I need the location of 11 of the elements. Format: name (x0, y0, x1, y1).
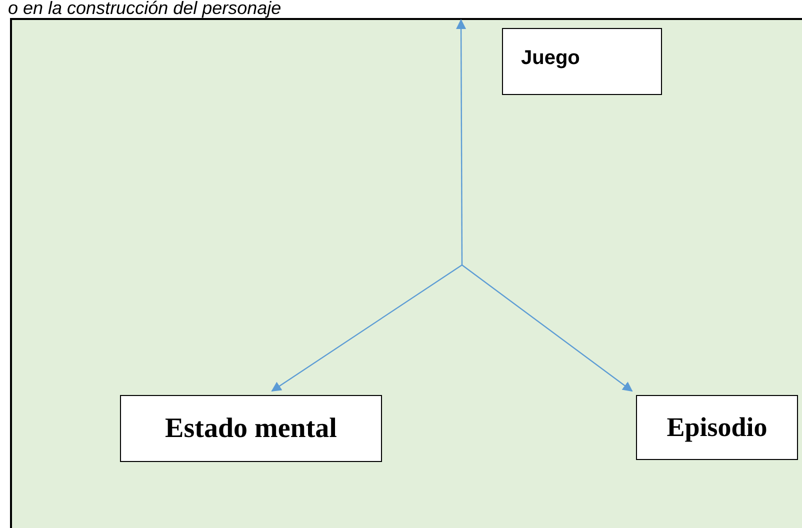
box-label: Episodio (666, 412, 768, 443)
box-label: Estado mental (165, 412, 337, 444)
label-box (636, 395, 798, 460)
label-box (120, 395, 382, 462)
arrow (462, 264, 633, 392)
title: o en la construcción del personaje (8, 0, 282, 18)
background-panel (10, 18, 802, 528)
box-label: Juego (521, 47, 580, 70)
arrow (456, 19, 466, 265)
arrow (271, 264, 462, 392)
label-box (502, 28, 662, 95)
